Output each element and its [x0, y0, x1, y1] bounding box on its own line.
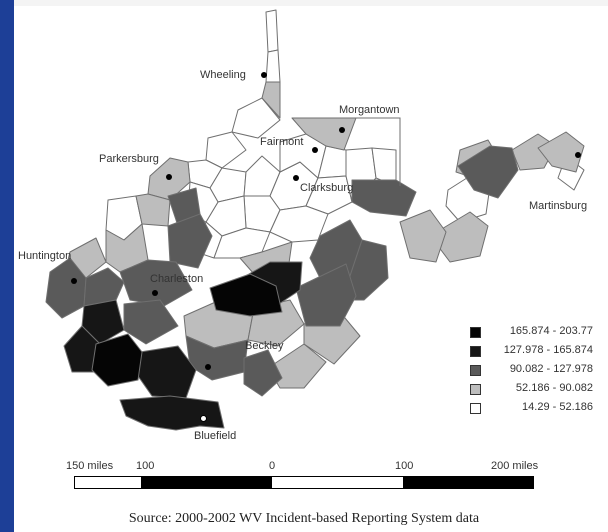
county-summers	[243, 349, 283, 397]
legend-label: 52.186 - 90.082	[515, 382, 593, 394]
scale-label: 200 miles	[491, 460, 539, 472]
city-marker-huntington	[71, 278, 77, 284]
city-marker-wheeling	[261, 72, 267, 78]
county-hardy	[437, 211, 489, 263]
source-caption: Source: 2000-2002 WV Incident-based Repo…	[128, 511, 480, 526]
city-marker-beckley	[205, 364, 211, 370]
city-label-huntington: Huntington	[18, 250, 72, 262]
county-monroe	[267, 343, 327, 389]
scale-label: 150 miles	[66, 460, 114, 472]
legend-label: 90.082 - 127.978	[509, 363, 593, 375]
scale-segment	[141, 477, 272, 488]
city-marker-clarksburg	[293, 175, 299, 181]
legend-swatch	[470, 403, 481, 414]
legend-swatch	[470, 384, 481, 395]
city-label-fairmont: Fairmont	[260, 136, 304, 148]
legend-swatch	[470, 327, 481, 338]
county-wetzel	[231, 97, 281, 139]
county-logan	[81, 299, 125, 345]
city-label-parkersburg: Parkersburg	[99, 153, 159, 165]
county-mercer	[119, 395, 225, 431]
county-hampshire-2	[457, 145, 519, 199]
city-label-charleston: Charleston	[150, 273, 204, 285]
county-kanawha	[119, 259, 193, 307]
county-grant	[399, 209, 447, 263]
county-boone	[123, 299, 179, 345]
city-label-bluefield: Bluefield	[194, 430, 237, 442]
scale-segment	[403, 477, 533, 488]
county-clay	[167, 213, 213, 269]
county-nicholas	[209, 273, 283, 317]
city-label-martinsburg: Martinsburg	[529, 200, 588, 212]
county-jackson	[135, 193, 171, 227]
scale-segment	[75, 477, 141, 488]
county-ohio	[261, 81, 281, 119]
county-berkeley	[537, 131, 585, 173]
city-marker-parkersburg	[166, 174, 172, 180]
scale-bar	[74, 476, 534, 489]
scale-label: 0	[269, 460, 276, 472]
county-preston	[351, 179, 417, 217]
county-mcdowell	[91, 333, 143, 387]
city-label-clarksburg: Clarksburg	[300, 182, 354, 194]
county-mingo	[63, 325, 101, 373]
city-marker-morgantown	[339, 127, 345, 133]
legend-swatch	[470, 365, 481, 376]
county-wyoming	[137, 345, 197, 399]
city-marker-bluefield	[200, 415, 207, 422]
county-pendleton	[295, 263, 357, 327]
legend-swatch	[470, 346, 481, 357]
state-outline-north	[292, 117, 401, 186]
scale-label: 100	[136, 460, 155, 472]
county-brooke	[265, 49, 281, 83]
scale-label: 100	[395, 460, 414, 472]
city-label-morgantown: Morgantown	[339, 104, 400, 116]
county-hancock	[265, 9, 279, 53]
header-strip	[14, 0, 608, 6]
city-marker-martinsburg	[575, 152, 581, 158]
city-label-wheeling: Wheeling	[200, 69, 246, 81]
scale-segment	[272, 477, 403, 488]
city-label-beckley: Beckley	[245, 340, 284, 352]
county-tyler	[205, 131, 247, 169]
city-marker-charleston	[152, 290, 158, 296]
county-lincoln	[83, 267, 125, 307]
city-marker-fairmont	[312, 147, 318, 153]
legend-label: 127.978 - 165.874	[503, 344, 593, 356]
legend-label: 14.29 - 52.186	[522, 401, 593, 413]
legend-label: 165.874 - 203.77	[509, 325, 593, 337]
